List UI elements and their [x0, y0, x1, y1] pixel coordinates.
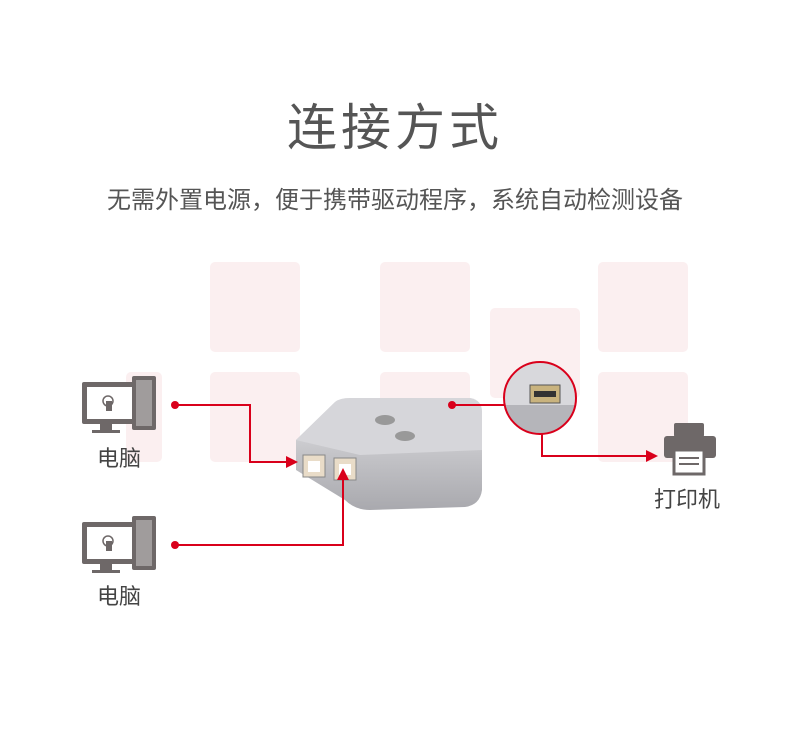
computer-label-2: 电脑: [97, 585, 142, 610]
computer-label-1: 电脑: [97, 447, 142, 472]
page-title: 连接方式: [287, 99, 503, 157]
printer-icon: [664, 423, 716, 476]
usb-port-closeup: [503, 361, 577, 435]
connection-lines: [175, 404, 650, 546]
usb-switch-device: [296, 398, 482, 510]
computer-icon-2: [82, 516, 156, 573]
computer-icon-1: [82, 376, 156, 433]
printer-label: 打印机: [654, 488, 721, 513]
connection-markers: [171, 401, 658, 549]
page-subtitle: 无需外置电源，便于携带驱动程序，系统自动检测设备: [107, 186, 683, 214]
